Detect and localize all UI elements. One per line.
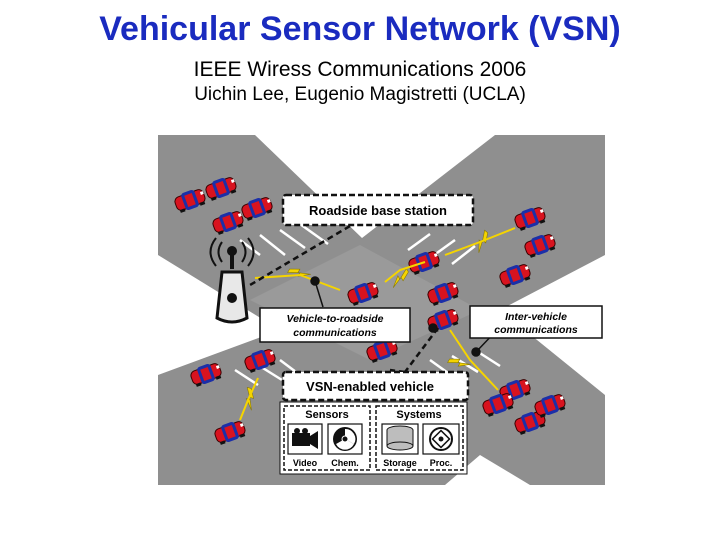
video-label: Video [293,458,318,468]
page-authors: Uichin Lee, Eugenio Magistretti (UCLA) [194,84,526,105]
inter-vehicle-label-line2: communications [494,324,578,336]
storage-label: Storage [383,458,417,468]
vsn-vehicle-box [281,370,470,402]
sensors-title: Sensors [305,409,348,421]
chem-label: Chem. [331,458,359,468]
page-subtitle: IEEE Wiress Communications 2006 [193,58,527,81]
radiation-icon [327,423,363,455]
video-camera-icon [287,423,323,455]
roadside-base-station-box [281,193,475,227]
inter-vehicle-box [469,305,603,339]
inter-vehicle-label-line1: Inter-vehicle [505,311,567,323]
proc-label: Proc. [430,458,453,468]
roadside-base-station-label: Roadside base station [309,203,447,218]
antenna-tower-icon [209,237,255,324]
systems-title: Systems [396,409,441,421]
storage-disk-icon [381,423,419,455]
page-title: Vehicular Sensor Network (VSN) [99,10,621,48]
callout-lines [249,224,439,374]
v2r-label-line2: communications [293,327,377,339]
v2r-box [259,307,411,343]
wireless-link-icons [239,227,516,421]
vsn-vehicle-label: VSN-enabled vehicle [306,379,434,394]
v2r-label-line1: Vehicle-to-roadside [286,313,383,325]
processor-icon [422,423,460,455]
